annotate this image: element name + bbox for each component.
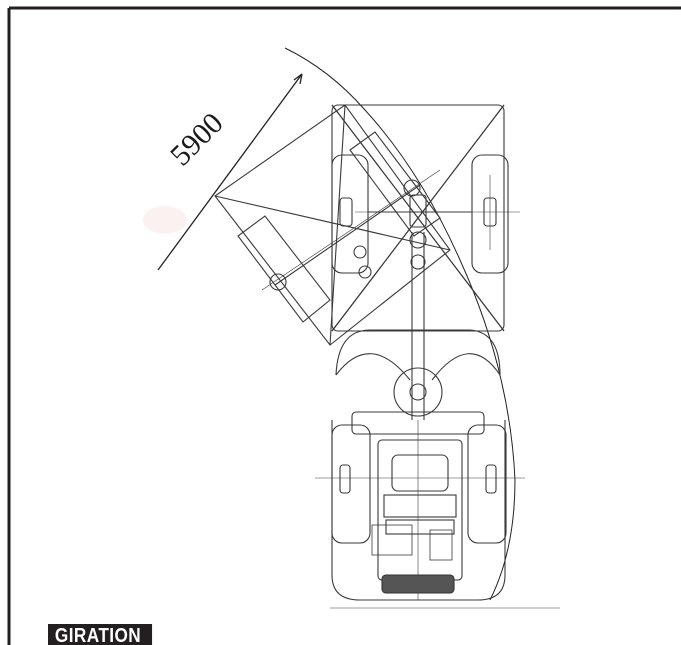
tractor-front-section bbox=[331, 104, 520, 332]
tractor-body bbox=[315, 329, 560, 609]
page-frame bbox=[7, 6, 681, 645]
tractor-rotated-front bbox=[214, 104, 451, 346]
smudge bbox=[143, 206, 187, 234]
tractor-steering-column bbox=[409, 194, 427, 420]
dimension-line bbox=[157, 47, 516, 601]
caption-label: GIRATION bbox=[48, 624, 153, 645]
